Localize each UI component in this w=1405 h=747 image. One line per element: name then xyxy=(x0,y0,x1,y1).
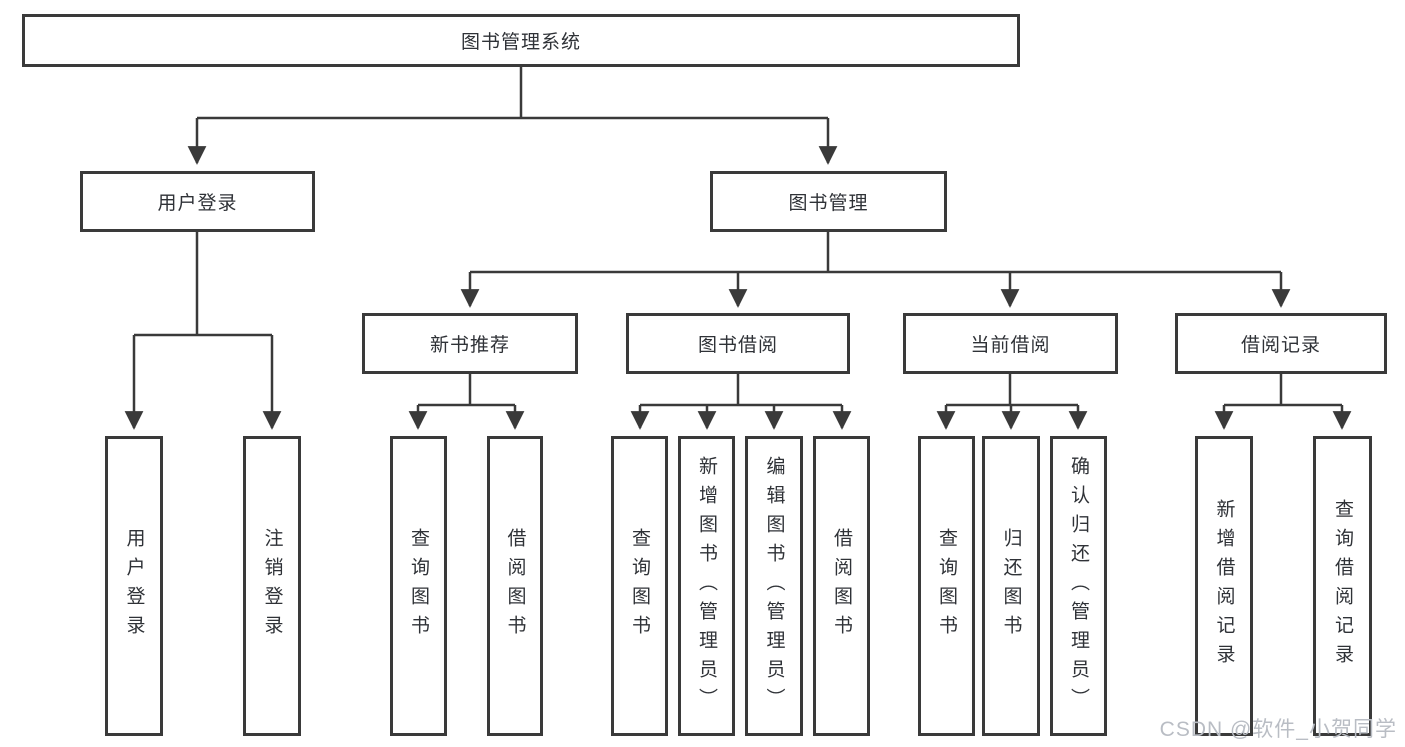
node-label: 查询图书 xyxy=(629,528,650,644)
node-label: 借阅记录 xyxy=(1240,335,1321,356)
leaf-query-borrow-records: 查询借阅记录 xyxy=(1313,436,1372,736)
node-book-borrowing: 图书借阅 xyxy=(626,313,850,374)
leaf-edit-books-admin: 编辑图书（管理员） xyxy=(745,436,803,736)
node-label: 查询图书 xyxy=(936,528,957,644)
leaf-return-books: 归还图书 xyxy=(982,436,1040,736)
leaf-query-books-current: 查询图书 xyxy=(918,436,975,736)
node-borrowing-records: 借阅记录 xyxy=(1175,313,1387,374)
leaf-query-books-newbooks: 查询图书 xyxy=(390,436,447,736)
node-user-login: 用户登录 xyxy=(80,171,315,232)
node-library-management-system: 图书管理系统 xyxy=(22,14,1020,67)
node-label: 查询图书 xyxy=(408,528,429,644)
node-label: 归还图书 xyxy=(1000,528,1022,644)
leaf-add-books-admin: 新增图书（管理员） xyxy=(678,436,735,736)
leaf-borrow-books-borrowing: 借阅图书 xyxy=(813,436,870,736)
node-label: 当前借阅 xyxy=(970,335,1051,356)
node-label: 新书推荐 xyxy=(429,335,510,356)
node-label: 图书管理 xyxy=(788,193,869,214)
node-new-book-recommendation: 新书推荐 xyxy=(362,313,578,374)
node-label: 借阅图书 xyxy=(831,528,852,644)
node-current-borrowing: 当前借阅 xyxy=(903,313,1118,374)
node-label: 注销登录 xyxy=(261,528,283,644)
leaf-confirm-return-admin: 确认归还（管理员） xyxy=(1050,436,1107,736)
leaf-query-books-borrowing: 查询图书 xyxy=(611,436,668,736)
leaf-logout: 注销登录 xyxy=(243,436,301,736)
node-label: 借阅图书 xyxy=(504,528,526,644)
node-label: 图书管理系统 xyxy=(460,32,581,53)
node-label: 图书借阅 xyxy=(697,335,778,356)
node-label: 新增图书（管理员） xyxy=(696,455,717,717)
node-book-management: 图书管理 xyxy=(710,171,947,232)
leaf-add-borrow-record: 新增借阅记录 xyxy=(1195,436,1253,736)
node-label: 查询借阅记录 xyxy=(1332,499,1353,673)
node-label: 确认归还（管理员） xyxy=(1068,455,1089,717)
leaf-user-login: 用户登录 xyxy=(105,436,163,736)
node-label: 编辑图书（管理员） xyxy=(763,455,785,717)
node-label: 新增借阅记录 xyxy=(1213,499,1235,673)
node-label: 用户登录 xyxy=(157,193,238,214)
csdn-watermark: CSDN @软件_小贺同学 xyxy=(1159,718,1397,741)
leaf-borrow-books-newbooks: 借阅图书 xyxy=(487,436,543,736)
node-label: 用户登录 xyxy=(123,528,145,644)
